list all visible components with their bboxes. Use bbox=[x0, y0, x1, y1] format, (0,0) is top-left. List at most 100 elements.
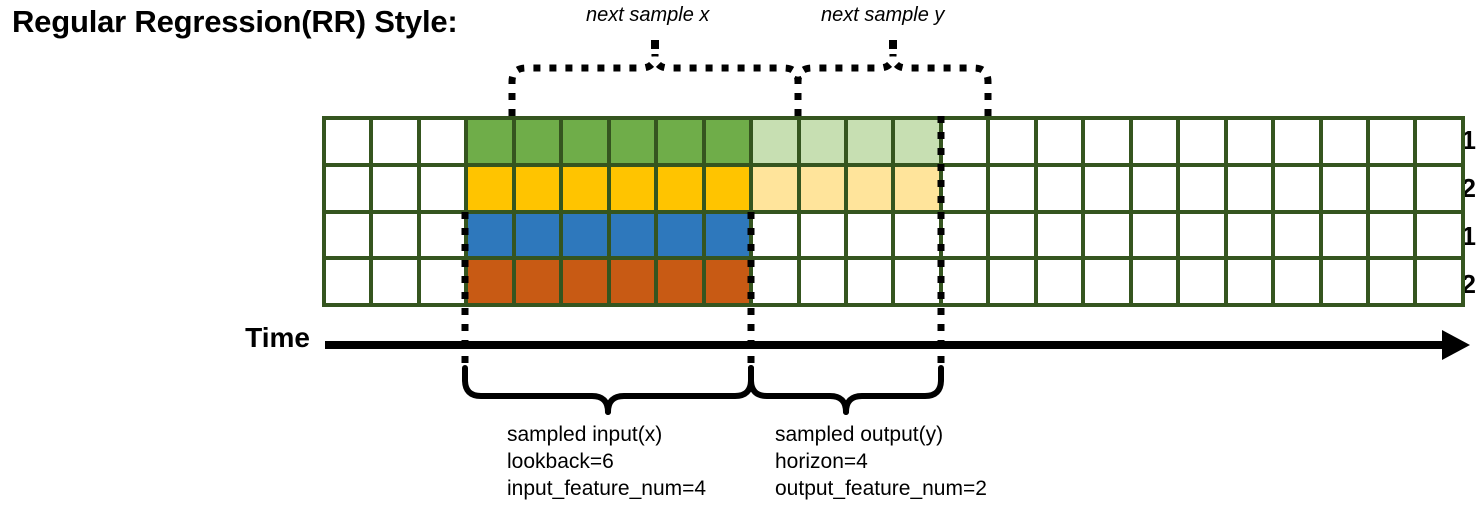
grid-cell bbox=[468, 120, 512, 163]
grid-cell bbox=[1322, 120, 1366, 163]
grid-cell bbox=[847, 260, 892, 303]
grid-cell bbox=[563, 120, 607, 163]
grid-cell bbox=[326, 213, 370, 257]
grid-cell bbox=[420, 166, 465, 210]
grid-cell bbox=[1037, 120, 1082, 163]
grid-cell bbox=[420, 213, 465, 257]
grid-cell bbox=[1085, 120, 1129, 163]
grid-cell bbox=[1322, 166, 1366, 210]
grid-cell bbox=[326, 120, 370, 163]
grid-cell bbox=[1227, 213, 1272, 257]
grid-cell bbox=[1037, 166, 1082, 210]
grid-cell bbox=[1227, 120, 1272, 163]
grid-cell bbox=[942, 260, 987, 303]
grid-cell bbox=[373, 166, 417, 210]
grid-cell bbox=[1369, 120, 1414, 163]
sampled-output-brace bbox=[748, 365, 944, 415]
grid-cell bbox=[990, 120, 1034, 163]
grid-cell bbox=[326, 260, 370, 303]
grid-cell bbox=[753, 213, 797, 257]
grid-cell bbox=[468, 213, 512, 257]
sampled-input-line-2: lookback=6 bbox=[507, 450, 614, 473]
grid-cell bbox=[1369, 213, 1414, 257]
sampled-input-line-3: input_feature_num=4 bbox=[507, 477, 707, 500]
grid-cell bbox=[990, 213, 1034, 257]
next-sample-x-brace bbox=[508, 53, 802, 116]
grid-cell bbox=[942, 120, 987, 163]
next-sample-y-brace bbox=[794, 53, 992, 116]
grid-cell bbox=[990, 260, 1034, 303]
sampled-input-brace bbox=[462, 365, 754, 415]
grid-row-extra-feature-2 bbox=[326, 260, 1461, 303]
grid-cell bbox=[468, 260, 512, 303]
grid-cell bbox=[658, 166, 702, 210]
grid-cell bbox=[1085, 260, 1129, 303]
grid-cell bbox=[1037, 260, 1082, 303]
grid-cell bbox=[610, 260, 655, 303]
grid-cell bbox=[1275, 260, 1319, 303]
grid-cell bbox=[610, 166, 655, 210]
grid-cell bbox=[800, 213, 844, 257]
grid-cell bbox=[515, 120, 560, 163]
grid-cell bbox=[753, 166, 797, 210]
grid-cell bbox=[705, 120, 750, 163]
grid-cell bbox=[705, 166, 750, 210]
grid-cell bbox=[800, 166, 844, 210]
grid-cell bbox=[1275, 213, 1319, 257]
grid-cell bbox=[800, 120, 844, 163]
grid-cell bbox=[1037, 213, 1082, 257]
grid-cell bbox=[1275, 120, 1319, 163]
grid-cell bbox=[800, 260, 844, 303]
time-axis-label: Time bbox=[245, 322, 310, 353]
grid-cell bbox=[1322, 213, 1366, 257]
sampled-output-line-2: horizon=4 bbox=[775, 450, 868, 473]
grid-cell bbox=[1180, 166, 1224, 210]
grid-cell bbox=[942, 166, 987, 210]
grid-cell bbox=[563, 213, 607, 257]
grid-cell bbox=[895, 166, 939, 210]
page-title: Regular Regression(RR) Style: bbox=[12, 4, 458, 39]
grid-cell bbox=[895, 260, 939, 303]
grid-cell bbox=[1085, 213, 1129, 257]
grid-cell bbox=[420, 260, 465, 303]
time-axis-arrow bbox=[325, 330, 1470, 360]
grid-cell bbox=[705, 260, 750, 303]
grid-cell bbox=[753, 120, 797, 163]
grid-cell bbox=[1132, 260, 1177, 303]
grid-cell bbox=[420, 120, 465, 163]
grid-cell bbox=[1180, 260, 1224, 303]
grid-cell bbox=[895, 213, 939, 257]
grid-cell bbox=[658, 120, 702, 163]
grid-cell bbox=[563, 166, 607, 210]
sampled-output-caption: sampled output(y) horizon=4 output_featu… bbox=[775, 421, 987, 502]
grid-cell bbox=[895, 120, 939, 163]
sampled-output-line-3: output_feature_num=2 bbox=[775, 477, 987, 500]
grid-cell bbox=[847, 213, 892, 257]
next-sample-y-apex bbox=[889, 40, 897, 49]
grid-cell bbox=[990, 166, 1034, 210]
grid-cell bbox=[1275, 166, 1319, 210]
grid-cell bbox=[847, 166, 892, 210]
next-sample-y-label: next sample y bbox=[821, 4, 945, 26]
grid-cell bbox=[705, 213, 750, 257]
grid-cell bbox=[1322, 260, 1366, 303]
grid-cell bbox=[1132, 166, 1177, 210]
grid-cell bbox=[515, 260, 560, 303]
grid-cell bbox=[1132, 120, 1177, 163]
next-sample-x-label: next sample x bbox=[586, 4, 710, 26]
grid-cell bbox=[1180, 120, 1224, 163]
grid-row-extra-feature-1 bbox=[326, 213, 1461, 257]
sampled-input-caption: sampled input(x) lookback=6 input_featur… bbox=[507, 421, 706, 502]
timeseries-grid bbox=[322, 116, 1465, 307]
grid-cell bbox=[610, 213, 655, 257]
grid-row-target-2 bbox=[326, 166, 1461, 210]
grid-row-target-1 bbox=[326, 120, 1461, 163]
next-sample-x-apex bbox=[651, 40, 659, 49]
grid-cell bbox=[563, 260, 607, 303]
grid-cell bbox=[373, 213, 417, 257]
grid-cell bbox=[610, 120, 655, 163]
grid-cell bbox=[942, 213, 987, 257]
sampled-output-line-1: sampled output(y) bbox=[775, 423, 944, 446]
grid-cell bbox=[1085, 166, 1129, 210]
